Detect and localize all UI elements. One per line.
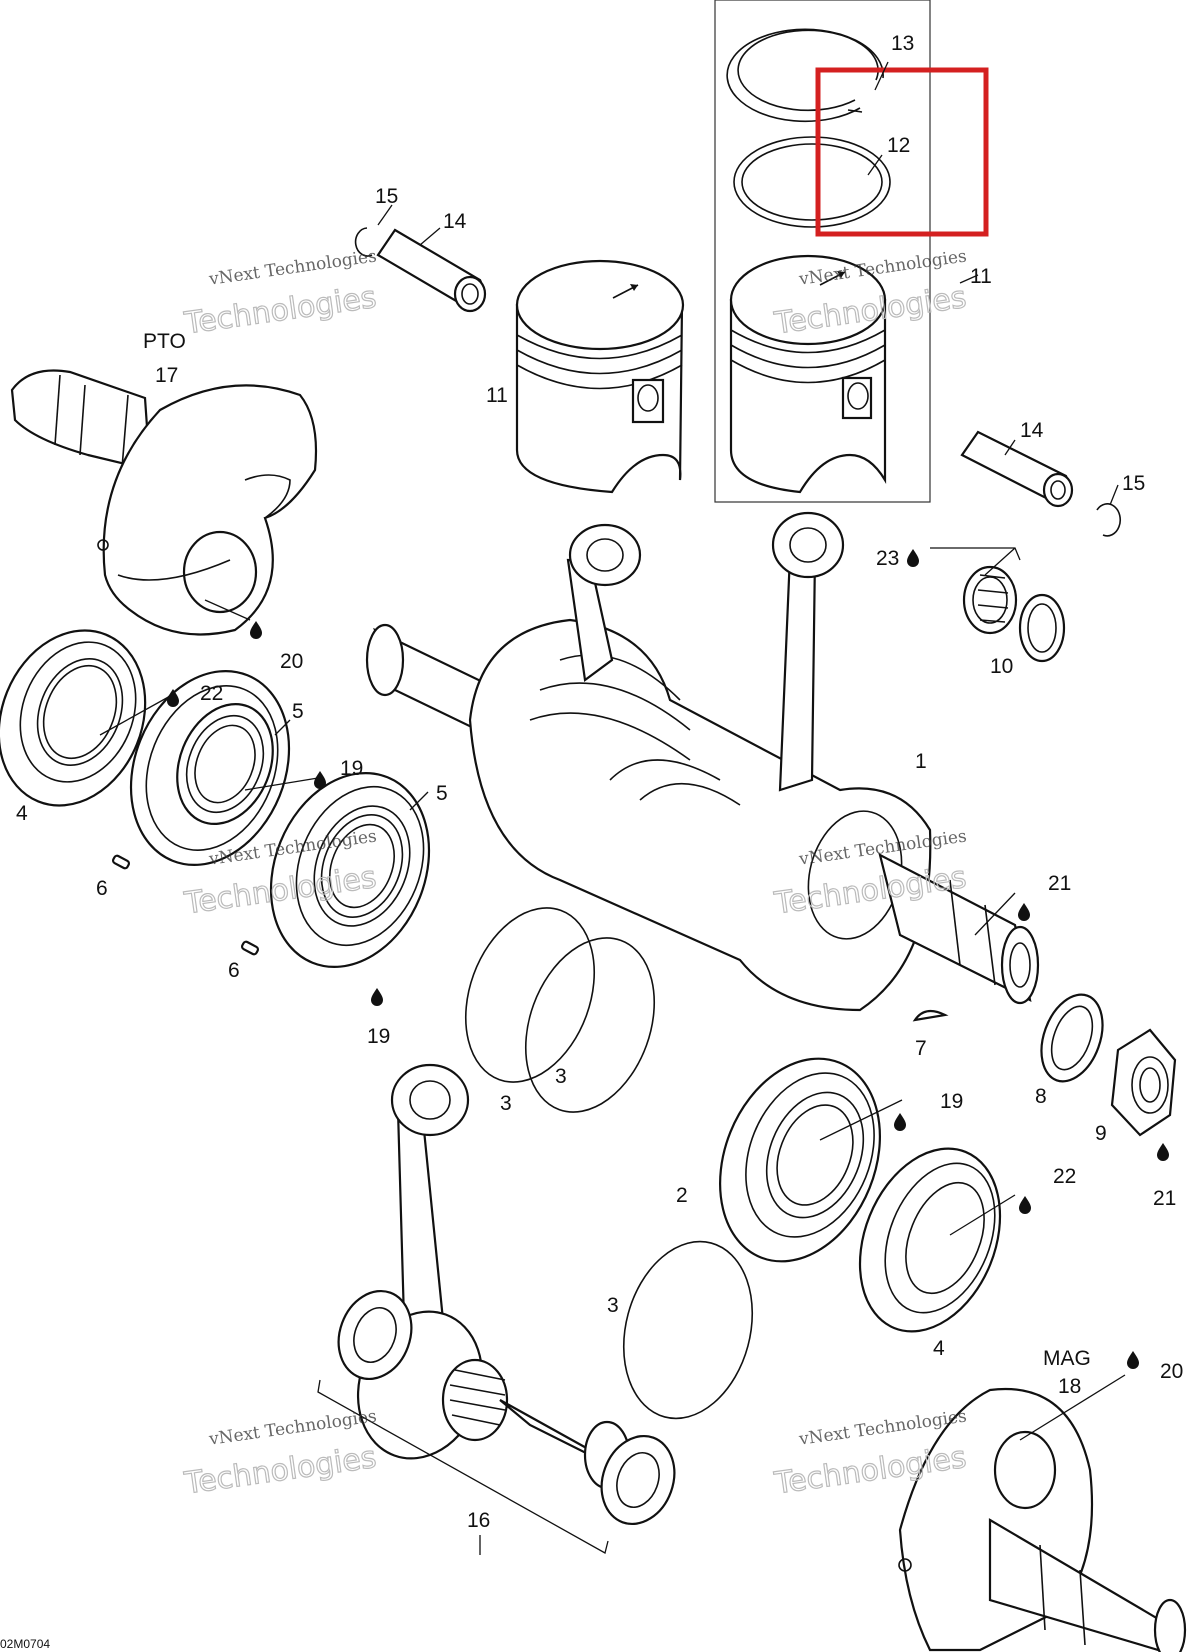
highlight-box xyxy=(815,67,989,237)
ball-bearing-2[interactable] xyxy=(691,1035,909,1286)
callout-19-left[interactable]: 19 xyxy=(340,757,363,780)
callout-5-center[interactable]: 5 xyxy=(436,782,448,805)
callout-19-center[interactable]: 19 xyxy=(367,1025,390,1048)
callout-7[interactable]: 7 xyxy=(915,1037,927,1060)
connecting-rod-upper-right[interactable] xyxy=(771,511,845,792)
woodruff-key-7[interactable] xyxy=(912,1009,949,1022)
oil-seal-4-right[interactable] xyxy=(834,1128,1026,1353)
callout-2[interactable]: 2 xyxy=(676,1184,688,1207)
piston-ring-13[interactable] xyxy=(726,28,884,123)
oil-seal-4-left[interactable] xyxy=(0,608,171,827)
callout-3-b[interactable]: 3 xyxy=(555,1065,567,1088)
side-label-mag: MAG xyxy=(1043,1347,1091,1370)
callout-21-upper[interactable]: 21 xyxy=(1048,872,1071,895)
callout-11-left[interactable]: 11 xyxy=(486,384,508,407)
o-ring-3-b[interactable] xyxy=(503,920,677,1130)
connecting-rod-kit-16[interactable] xyxy=(317,1063,686,1554)
lock-washer-8[interactable] xyxy=(1030,986,1113,1090)
piston-11-left[interactable] xyxy=(515,259,685,494)
callout-23[interactable]: 23 xyxy=(876,547,899,570)
callout-21-lower[interactable]: 21 xyxy=(1153,1187,1176,1210)
dowel-pin-6-lower[interactable] xyxy=(241,940,259,956)
callout-4-right[interactable]: 4 xyxy=(933,1337,945,1360)
callout-15-right[interactable]: 15 xyxy=(1122,472,1145,495)
callout-3-c[interactable]: 3 xyxy=(607,1294,619,1317)
dowel-pin-6-upper[interactable] xyxy=(112,854,130,870)
watermark-5: vNext Technologies Technologies xyxy=(181,1406,379,1502)
callout-1[interactable]: 1 xyxy=(915,750,927,773)
callout-22-right[interactable]: 22 xyxy=(1053,1165,1076,1188)
callout-13[interactable]: 13 xyxy=(891,32,914,55)
callout-3-a[interactable]: 3 xyxy=(500,1092,512,1115)
callout-14-left[interactable]: 14 xyxy=(443,210,467,233)
o-ring-3-a[interactable] xyxy=(443,890,617,1100)
callout-labels: 13 12 11 11 15 14 14 15 17 23 10 20 22 5… xyxy=(16,32,1183,1532)
callout-5-left[interactable]: 5 xyxy=(292,700,304,723)
piston-group-frame xyxy=(714,0,931,503)
piston-pin-14-left[interactable] xyxy=(376,228,487,313)
callout-12[interactable]: 12 xyxy=(887,134,910,157)
side-label-pto: PTO xyxy=(143,330,186,353)
ball-bearing-5-left[interactable] xyxy=(103,647,317,889)
pto-crank-half-17[interactable] xyxy=(10,369,318,636)
callout-17[interactable]: 17 xyxy=(155,364,178,387)
mag-crank-half-18[interactable] xyxy=(898,1387,1187,1652)
callout-20-right[interactable]: 20 xyxy=(1160,1360,1183,1383)
watermark-1: vNext Technologies Technologies xyxy=(181,246,379,342)
leader-lines xyxy=(99,61,1126,1555)
callout-4-left[interactable]: 4 xyxy=(16,802,28,825)
callout-11-right[interactable]: 11 xyxy=(970,265,992,288)
callout-15-left[interactable]: 15 xyxy=(375,185,398,208)
callout-20-left[interactable]: 20 xyxy=(280,650,303,673)
callout-18[interactable]: 18 xyxy=(1058,1375,1081,1398)
callout-6-lower[interactable]: 6 xyxy=(228,959,240,982)
circlip-15-left[interactable] xyxy=(354,227,373,257)
piston-11-right[interactable] xyxy=(729,254,887,494)
needle-cage-10[interactable] xyxy=(962,565,1066,663)
callout-10[interactable]: 10 xyxy=(990,655,1013,678)
callout-16[interactable]: 16 xyxy=(467,1509,490,1532)
piston-ring-12[interactable] xyxy=(733,136,891,228)
callout-9[interactable]: 9 xyxy=(1095,1122,1107,1145)
ball-bearing-5-center[interactable] xyxy=(243,749,457,991)
circlip-15-right[interactable] xyxy=(1096,503,1121,537)
callout-6-upper[interactable]: 6 xyxy=(96,877,108,900)
connecting-rod-upper-left[interactable] xyxy=(566,523,642,682)
crankshaft-assembly-1[interactable] xyxy=(365,618,1040,1012)
nut-9[interactable] xyxy=(1110,1028,1177,1137)
o-ring-3-c[interactable] xyxy=(605,1227,771,1433)
callout-22-left[interactable]: 22 xyxy=(200,682,223,705)
figure-code: 02M0704 xyxy=(0,1637,50,1651)
callout-14-right[interactable]: 14 xyxy=(1020,419,1044,442)
callout-8[interactable]: 8 xyxy=(1035,1085,1047,1108)
callout-19-lower[interactable]: 19 xyxy=(940,1090,963,1113)
piston-pin-14-right[interactable] xyxy=(960,430,1074,508)
